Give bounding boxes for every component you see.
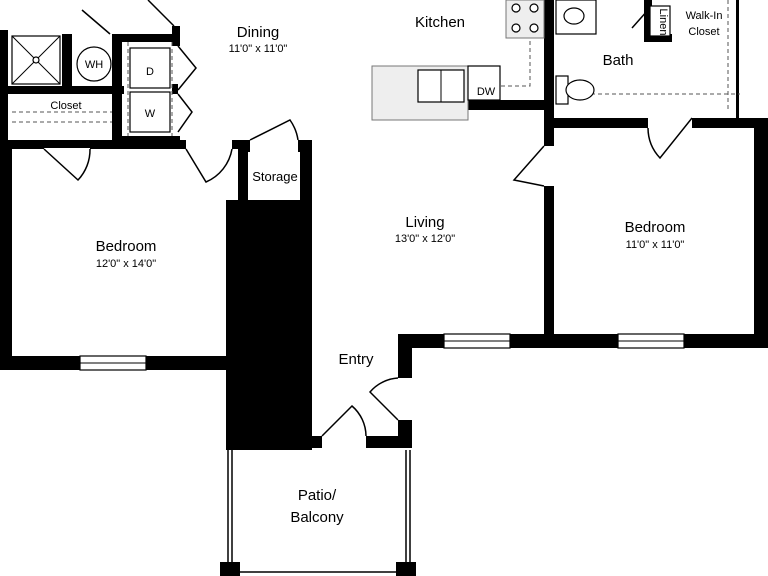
dishwasher-label: DW	[477, 86, 496, 98]
water-heater-label: WH	[85, 59, 103, 71]
living-dims: 13'0" x 12'0"	[395, 233, 455, 245]
bedroom-left-dims: 12'0" x 14'0"	[96, 258, 156, 270]
walkin-line1: Walk-In	[686, 10, 723, 22]
dashed-lines	[12, 0, 740, 136]
washer-label: W	[145, 108, 156, 120]
labels: Dining 11'0" x 11'0" Kitchen Living 13'0…	[50, 9, 722, 526]
walkin-line2: Closet	[688, 26, 719, 38]
linen-label: Linen	[657, 9, 669, 36]
bedroom-right-dims: 11'0" x 11'0"	[626, 239, 685, 251]
bedroom-right-name: Bedroom	[625, 219, 686, 236]
dryer-label: D	[146, 66, 154, 78]
windows	[79, 0, 685, 371]
closet-name: Closet	[50, 100, 81, 112]
fixtures	[11, 0, 671, 133]
kitchen-name: Kitchen	[415, 14, 465, 31]
bath-name: Bath	[603, 52, 634, 69]
patio-line2: Balcony	[290, 509, 344, 526]
doors	[43, 0, 693, 437]
living-name: Living	[405, 214, 444, 231]
dining-dims: 11'0" x 11'0"	[229, 43, 288, 55]
patio-outline	[227, 450, 411, 573]
storage-box	[248, 152, 300, 200]
storage-name: Storage	[252, 169, 298, 184]
entry-name: Entry	[338, 351, 374, 368]
patio-line1: Patio/	[298, 487, 337, 504]
dining-name: Dining	[237, 24, 280, 41]
bedroom-left-name: Bedroom	[96, 238, 157, 255]
